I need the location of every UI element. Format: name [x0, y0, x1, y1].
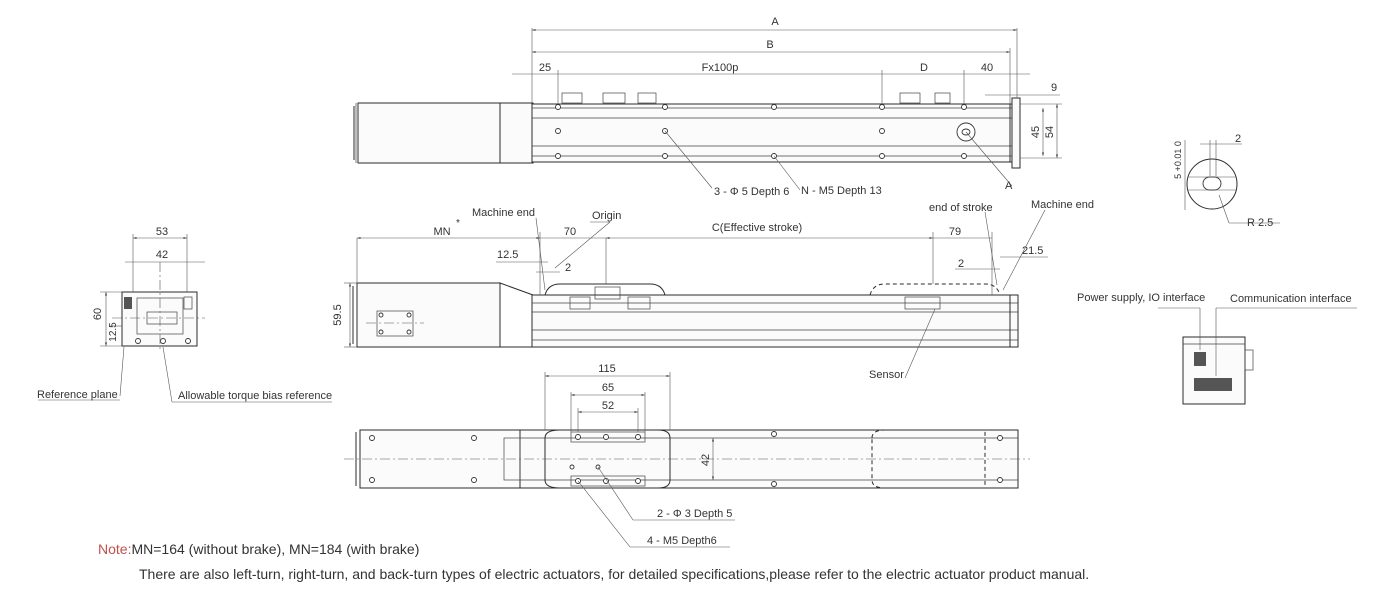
- bottom-dim-52: 52: [602, 400, 614, 412]
- torque-ref: Allowable torque bias reference: [178, 390, 332, 402]
- dim-25: 25: [539, 62, 551, 74]
- dim-b: B: [766, 39, 773, 51]
- machine-end-right: Machine end: [1031, 199, 1094, 211]
- dim-40: 40: [981, 62, 993, 74]
- end-of-stroke: end of stroke: [929, 202, 993, 214]
- dim-2-right: 2: [958, 258, 964, 270]
- side-view: MN * 70 C(Effective stroke) 79 12.5 2 2 …: [332, 199, 1094, 381]
- detail-dim-2: 2: [1235, 133, 1241, 145]
- bottom-thread-label: 4 - M5 Depth6: [647, 535, 717, 547]
- sensor-label: Sensor: [869, 369, 904, 381]
- reference-plane: Reference plane: [37, 389, 118, 401]
- bottom-holes-label: 2 - Φ 3 Depth 5: [657, 508, 732, 520]
- dim-2-left: 2: [565, 262, 571, 274]
- dim-a: A: [771, 16, 779, 28]
- interface-view: Power supply, IO interface Communication…: [1077, 292, 1357, 405]
- dim-79: 79: [949, 226, 961, 238]
- dim-45: 45: [1030, 126, 1042, 138]
- dim-mn-mark: *: [456, 218, 460, 229]
- bottom-view: 115 65 52 42 2 - Φ 3 Depth 5 4 - M5 Dept…: [344, 363, 1030, 548]
- dim-d: D: [920, 62, 928, 74]
- end-dim-60: 60: [92, 308, 104, 320]
- dim-21-5: 21.5: [1022, 245, 1043, 257]
- dim-54: 54: [1044, 126, 1056, 138]
- end-dim-42: 42: [156, 249, 168, 261]
- detail-tolerance: 5 +0.01 0: [1173, 141, 1183, 179]
- effective-stroke: C(Effective stroke): [712, 222, 802, 234]
- dim-12-5: 12.5: [497, 249, 518, 261]
- end-dim-53: 53: [156, 226, 168, 238]
- section-a: A: [1005, 180, 1013, 192]
- end-view: 53 42 60 12.5 Reference plane Allowable …: [37, 226, 332, 403]
- bottom-dim-65: 65: [602, 382, 614, 394]
- power-io-label: Power supply, IO interface: [1077, 292, 1205, 304]
- dim-59-5: 59.5: [332, 304, 344, 325]
- holes-label: 3 - Φ 5 Depth 6: [714, 186, 789, 198]
- detail-view: 5 +0.01 0 2 R 2.5: [1173, 133, 1280, 229]
- dim-mn: MN: [433, 226, 450, 238]
- bottom-dim-115: 115: [598, 363, 616, 375]
- dim-f: Fx100p: [702, 62, 739, 74]
- dim-70: 70: [564, 226, 576, 238]
- thread-label: N - M5 Depth 13: [801, 185, 882, 197]
- bottom-dim-42: 42: [700, 454, 712, 466]
- end-dim-12-5: 12.5: [108, 322, 119, 342]
- origin-label: Origin: [592, 210, 621, 222]
- communication-label: Communication interface: [1230, 293, 1352, 305]
- dim-9: 9: [1051, 82, 1057, 94]
- detail-radius: R 2.5: [1247, 217, 1273, 229]
- top-view: A B 25 Fx100p D 40 9 45 54 3 - Φ 5 Depth…: [353, 16, 1062, 198]
- machine-end-left: Machine end: [472, 207, 535, 219]
